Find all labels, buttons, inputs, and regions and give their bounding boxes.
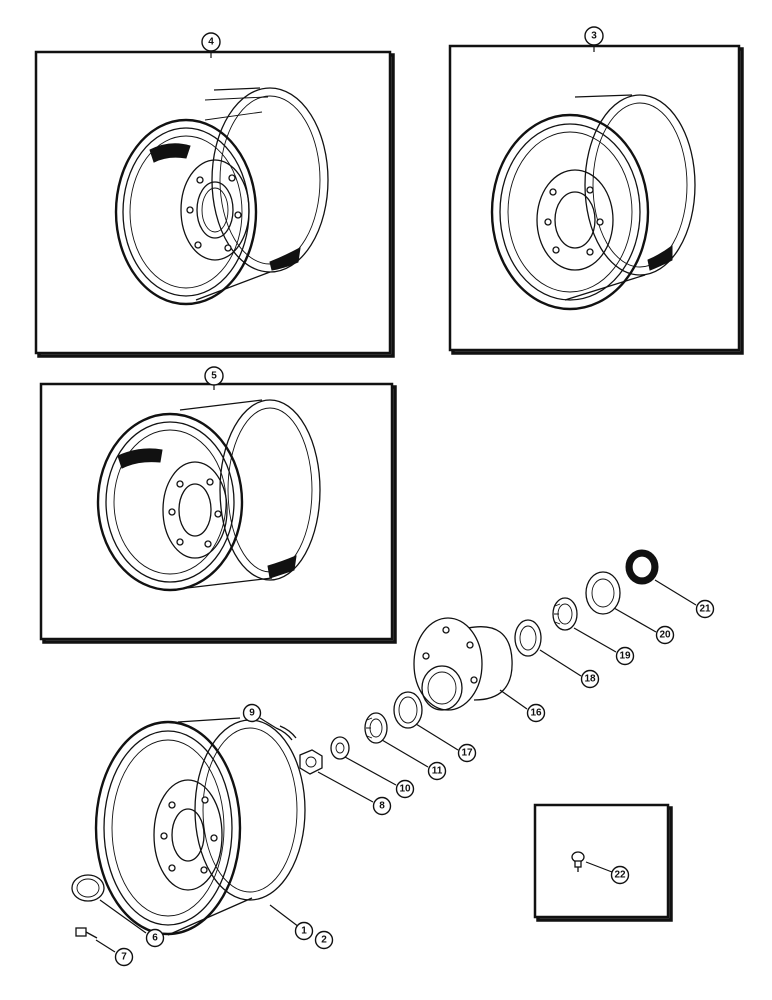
svg-text:21: 21 <box>699 604 711 615</box>
svg-text:9: 9 <box>249 708 255 719</box>
grease-fitting-panel <box>533 803 673 922</box>
outer-bearing-cone-drawing <box>364 712 388 744</box>
outer-bearing-cup-drawing <box>393 691 423 729</box>
callout-21: 21 <box>695 599 715 619</box>
svg-text:19: 19 <box>619 651 631 662</box>
svg-text:7: 7 <box>121 952 127 963</box>
leader-lines <box>95 579 697 953</box>
callouts: 1 2 6 7 8 9 10 11 <box>114 599 715 967</box>
callout-19: 19 <box>615 646 635 666</box>
panel-label-3-text: 3 <box>591 31 597 42</box>
svg-text:1: 1 <box>301 926 307 937</box>
svg-text:16: 16 <box>530 708 542 719</box>
svg-text:18: 18 <box>584 674 596 685</box>
svg-text:10: 10 <box>399 784 411 795</box>
callout-22: 22 <box>610 865 630 885</box>
callout-9: 9 <box>242 703 262 723</box>
panel-label-5: 5 <box>204 366 224 386</box>
nut-drawing <box>299 749 323 775</box>
callout-1: 1 <box>294 921 314 941</box>
panel-label-5-text: 5 <box>211 371 217 382</box>
panel-label-4-text: 4 <box>208 37 214 48</box>
wheel-3-panel: 3 <box>448 26 744 355</box>
wheel-3-drawing <box>490 94 696 311</box>
callout-7: 7 <box>114 947 134 967</box>
callout-8: 8 <box>372 796 392 816</box>
grease-fitting-drawing <box>571 851 585 872</box>
wheel-5-panel: 5 <box>39 366 397 644</box>
callout-17: 17 <box>457 743 477 763</box>
callout-20: 20 <box>655 625 675 645</box>
inner-bearing-cup-drawing <box>514 619 542 657</box>
callout-11: 11 <box>427 761 447 781</box>
bolt-drawing <box>75 927 98 939</box>
callout-6: 6 <box>145 928 165 948</box>
wheel-4-drawing <box>114 87 329 306</box>
cotter-pin-drawing <box>275 725 297 741</box>
callout-10: 10 <box>395 779 415 799</box>
panel-label-3: 3 <box>584 26 604 46</box>
washer-drawing <box>330 736 350 760</box>
hub-cap-drawing <box>71 874 105 902</box>
inner-bearing-cone-drawing <box>552 597 578 631</box>
svg-text:22: 22 <box>614 870 626 881</box>
svg-text:6: 6 <box>152 933 158 944</box>
seal-retainer-drawing <box>585 571 621 615</box>
panel-label-4: 4 <box>201 32 221 52</box>
callout-18: 18 <box>580 669 600 689</box>
svg-text:20: 20 <box>659 630 671 641</box>
hub-assembly <box>71 549 659 939</box>
svg-text:11: 11 <box>432 766 443 777</box>
hub-drawing <box>413 617 513 711</box>
wheel-5-drawing <box>96 399 321 592</box>
svg-text:8: 8 <box>379 801 385 812</box>
callout-2: 2 <box>314 930 334 950</box>
svg-text:17: 17 <box>461 748 473 759</box>
callout-16: 16 <box>526 703 546 723</box>
rim-drawing <box>94 717 306 936</box>
seal-drawing <box>625 549 659 585</box>
wheel-4-panel: 4 <box>34 32 395 358</box>
svg-text:2: 2 <box>321 935 327 946</box>
